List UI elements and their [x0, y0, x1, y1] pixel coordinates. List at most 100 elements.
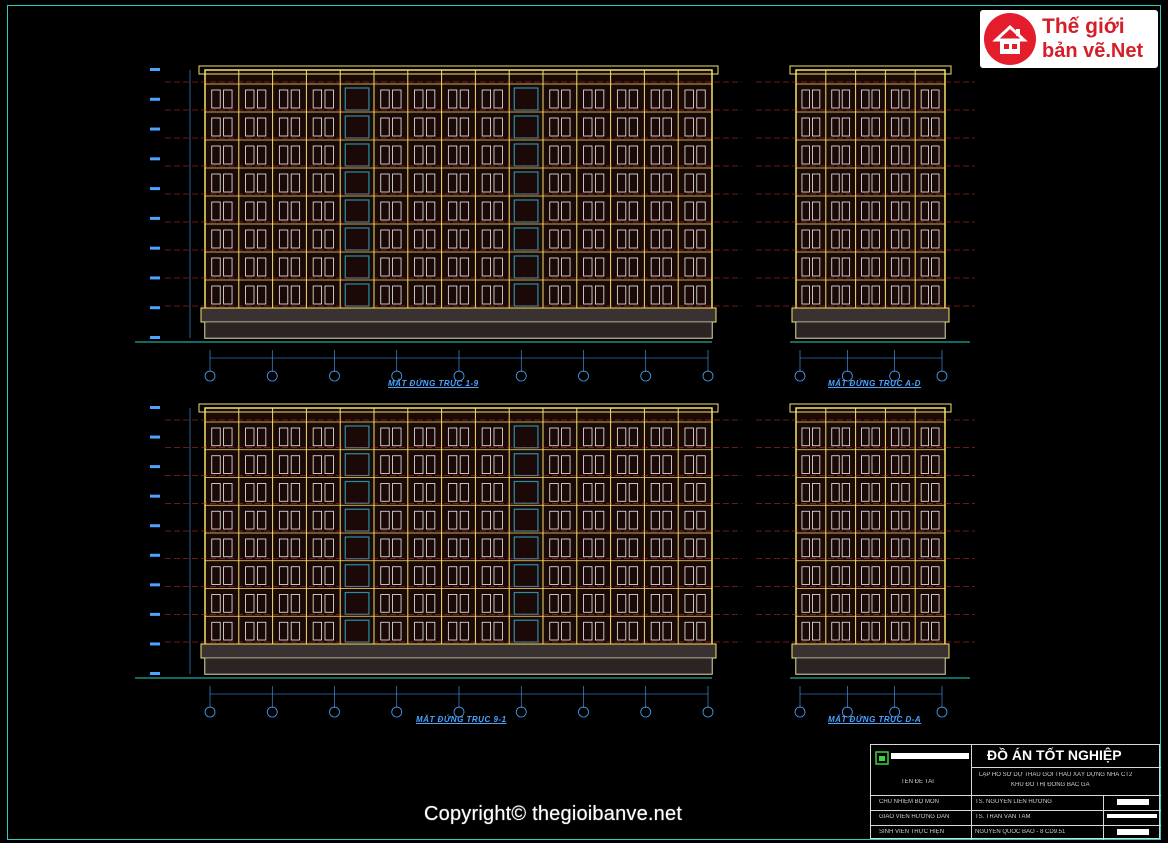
elevation-d-a-outline	[795, 407, 946, 675]
elevation-d-a-ground-floor	[795, 657, 946, 675]
elevation-9-1-window	[223, 594, 233, 613]
elevation-1-9-window	[447, 257, 458, 277]
elevation-1-9-window	[481, 285, 492, 305]
level-marker	[150, 435, 160, 439]
elevation-9-1-axis-bubble	[640, 706, 652, 718]
elevation-9-1-window	[392, 538, 402, 558]
elevation-1-9-window	[290, 229, 301, 249]
elevation-1-9-outline	[204, 69, 713, 339]
logo-text-line2: bản vẽ.Net	[1042, 40, 1144, 62]
elevation-1-9-window	[594, 201, 605, 221]
elevation-1-9-window	[684, 257, 694, 277]
elevation-1-9-window	[447, 229, 458, 249]
elevation-1-9-window	[256, 201, 267, 221]
elevation-9-1-window	[290, 621, 301, 641]
house-icon	[992, 24, 1028, 54]
elevation-1-9-window	[211, 257, 221, 277]
elevation-1-9-window	[684, 145, 694, 165]
elevation-a-d-window	[890, 145, 900, 165]
elevation-a-d-window	[871, 145, 880, 165]
elevation-1-9-window	[493, 257, 503, 277]
elevation-a-d-window	[871, 117, 880, 137]
elevation-d-a-window	[901, 621, 910, 641]
elevation-9-1-window	[290, 538, 301, 558]
elevation-9-1-window	[650, 455, 661, 474]
elevation-1-9-window	[425, 117, 436, 137]
elevation-9-1-window	[583, 594, 593, 613]
elevation-1-9-window	[392, 173, 402, 193]
elevation-1-9-axis-bubble	[329, 370, 340, 382]
elevation-d-a-window	[890, 538, 900, 558]
elevation-1-9-window	[696, 117, 706, 137]
elevation-9-1-axis-bubble	[453, 706, 465, 718]
elevation-1-9-window	[696, 145, 706, 165]
elevation-a-d-window	[931, 285, 940, 305]
elevation-a-d-ground-floor	[795, 321, 946, 339]
elevation-a-d-window	[871, 257, 880, 277]
elevation-9-1-window	[324, 510, 334, 530]
elevation-1-9-window	[594, 257, 605, 277]
elevation-1-9-window	[549, 117, 559, 137]
elevation-d-a-window	[861, 538, 870, 558]
elevation-d-a-window	[841, 427, 851, 447]
elevation-d-a-window	[901, 483, 910, 502]
level-marker	[150, 127, 160, 131]
elevation-9-1-window	[392, 594, 402, 613]
elevation-1-9-window	[696, 201, 706, 221]
elevation-a-d-window	[931, 173, 940, 193]
elevation-d-a-window	[861, 510, 870, 530]
elevation-1-9-window	[245, 229, 255, 249]
elevation-1-9-ground-floor	[204, 321, 713, 339]
elevation-9-1-window	[223, 427, 233, 447]
elevation-9-1-window	[245, 594, 255, 613]
elevation-9-1-ground-floor	[204, 657, 713, 675]
elevation-9-1-window	[447, 427, 458, 447]
elevation-d-a-window	[920, 538, 930, 558]
elevation-9-1-window	[561, 594, 571, 613]
elevation-d-a-window	[811, 621, 821, 641]
elevation-9-1-window	[696, 455, 706, 474]
elevation-d-a-window	[861, 594, 870, 613]
elevation-d-a-window	[871, 510, 880, 530]
elevation-a-d-window	[861, 285, 870, 305]
topic-line-1: LẬP HỒ SƠ DỰ THẦU GÓI THẦU XÂY DỰNG NHÀ …	[979, 772, 1133, 778]
elevation-1-9-window	[223, 257, 233, 277]
elevation-1-9-window	[324, 257, 334, 277]
elevation-9-1-window	[380, 538, 390, 558]
elevation-1-9-window	[583, 117, 593, 137]
elevation-1-9-window	[583, 257, 593, 277]
elevation-9-1-window	[414, 510, 424, 530]
elevation-9-1-window	[481, 483, 492, 502]
elevation-9-1-window	[481, 621, 492, 641]
elevation-9-1-window	[696, 594, 706, 613]
name-head-of-department: TS. NGUYỄN LIÊN HƯƠNG	[975, 799, 1052, 805]
elevation-1-9-window	[256, 285, 267, 305]
elevation-9-1-window	[628, 455, 639, 474]
elevation-1-9-window	[324, 117, 334, 137]
elevation-1-9-window	[481, 229, 492, 249]
topic-label: TÊN ĐỀ TÀI	[901, 779, 934, 785]
elevation-9-1-window	[245, 483, 255, 502]
elevation-a-d-window	[920, 201, 930, 221]
elevation-9-1-window	[290, 594, 301, 613]
elevation-9-1-window	[380, 566, 390, 585]
elevation-9-1-window	[392, 621, 402, 641]
elevation-a-d-window	[890, 89, 900, 109]
elevation-d-a-window	[920, 594, 930, 613]
elevation-9-1-axis-bubble	[515, 706, 527, 718]
elevation-d-a-window	[871, 566, 880, 585]
elevation-a-d-parapet	[789, 65, 952, 75]
elevation-9-1-window	[447, 483, 458, 502]
elevation-9-1-window	[684, 510, 694, 530]
elevation-1-9-window	[616, 201, 627, 221]
elevation-1-9-window	[447, 201, 458, 221]
elevation-9-1-window	[278, 621, 289, 641]
elevation-1-9-window	[662, 201, 672, 221]
elevation-1-9-window	[549, 285, 559, 305]
elevation-1-9-window	[662, 285, 672, 305]
elevation-1-9-window	[380, 117, 390, 137]
elevation-9-1-window	[312, 594, 323, 613]
elevation-1-9-window	[481, 173, 492, 193]
elevation-1-9-window	[696, 89, 706, 109]
elevation-a-d-window	[801, 285, 810, 305]
